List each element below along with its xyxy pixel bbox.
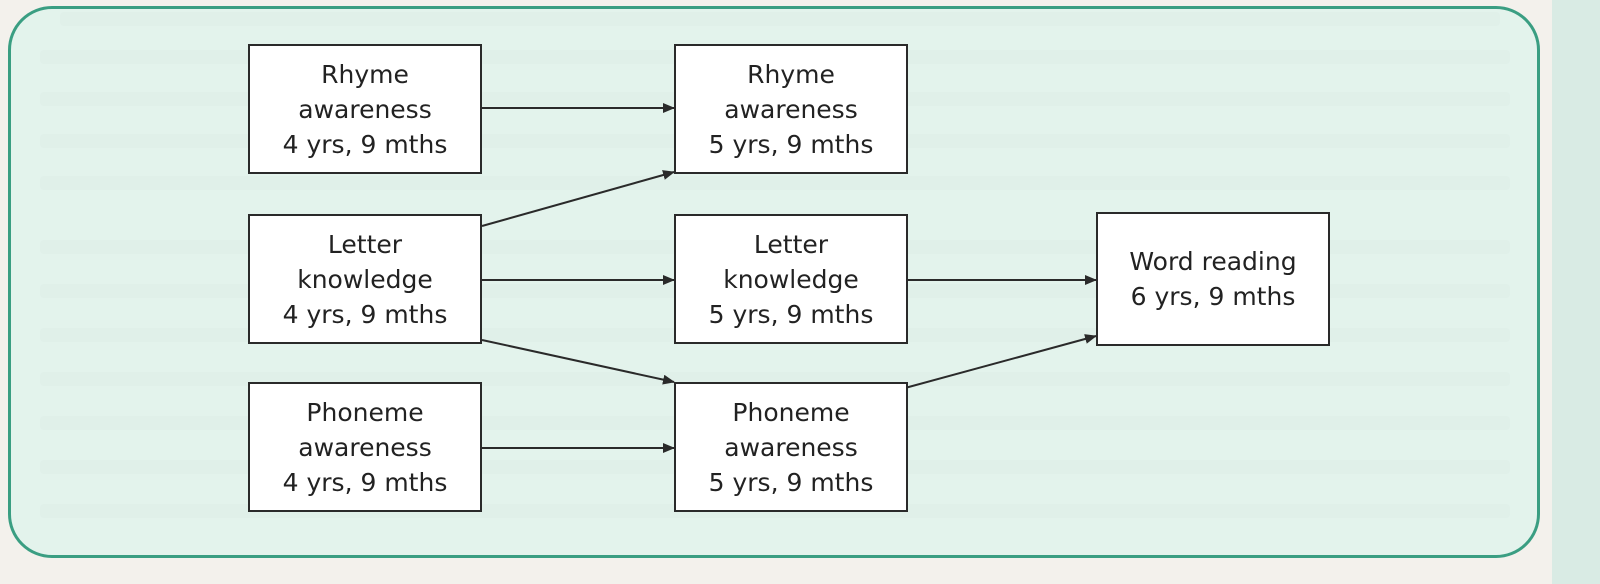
node-label-line: 4 yrs, 9 mths: [282, 467, 448, 497]
node-label-line: Letter: [327, 229, 403, 259]
node-label-line: knowledge: [723, 264, 859, 294]
arrow-letter-4-to-phoneme-5: [481, 339, 675, 385]
node-label-line: Rhyme: [747, 59, 835, 89]
node-label-line: 5 yrs, 9 mths: [708, 467, 874, 497]
node-label-line: awareness: [724, 94, 858, 124]
node-label-line: awareness: [298, 94, 432, 124]
node-phoneme-5: Phoneme awareness 5 yrs, 9 mths: [674, 382, 908, 512]
node-label-line: awareness: [298, 432, 432, 462]
arrow-phoneme-5-to-letter-5: [904, 334, 1097, 389]
node-label-line: Word reading: [1129, 247, 1297, 276]
node-label-line: Letter: [753, 229, 829, 259]
node-label-line: Phoneme: [732, 397, 850, 427]
node-label-line: 6 yrs, 9 mths: [1130, 282, 1296, 311]
node-label-line: 5 yrs, 9 mths: [708, 299, 874, 329]
node-label-line: 4 yrs, 9 mths: [282, 299, 448, 329]
node-phoneme-4: Phoneme awareness 4 yrs, 9 mths: [248, 382, 482, 512]
node-label-line: knowledge: [297, 264, 433, 294]
page-edge-strip: [1552, 0, 1600, 584]
arrow-letter-4-to-rhyme-5: [481, 170, 675, 227]
node-label-line: Phoneme: [306, 397, 424, 427]
node-label-line: 5 yrs, 9 mths: [708, 129, 874, 159]
node-letter-4: Letter knowledge 4 yrs, 9 mths: [248, 214, 482, 344]
node-rhyme-4: Rhyme awareness 4 yrs, 9 mths: [248, 44, 482, 174]
node-word-6: Word reading 6 yrs, 9 mths: [1096, 212, 1330, 346]
node-letter-5: Letter knowledge 5 yrs, 9 mths: [674, 214, 908, 344]
node-rhyme-5: Rhyme awareness 5 yrs, 9 mths: [674, 44, 908, 174]
node-label-line: Rhyme: [321, 59, 409, 89]
node-label-line: awareness: [724, 432, 858, 462]
node-label-line: 4 yrs, 9 mths: [282, 129, 448, 159]
